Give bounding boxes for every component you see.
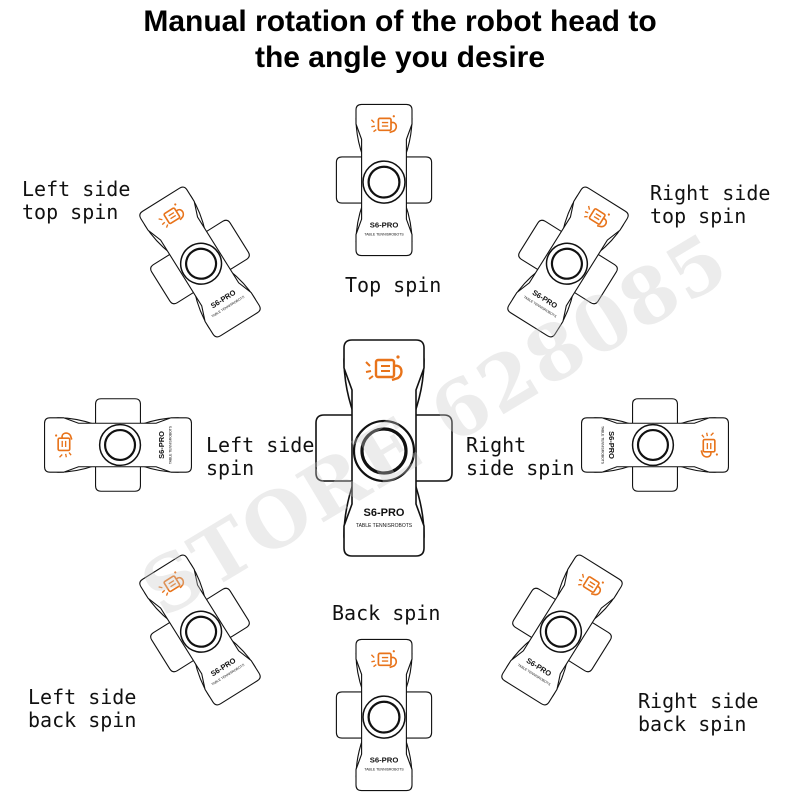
label-right-back-spin: Right side back spin	[638, 689, 759, 736]
robot-head-back-spin	[335, 638, 433, 792]
title-line-2: the angle you desire	[254, 41, 546, 74]
robot-head-left-back-spin	[120, 542, 280, 718]
robot-head-center	[314, 338, 454, 558]
title-line-1: Manual rotation of the robot head to	[143, 5, 657, 38]
page-title: Manual rotation of the robot head to the…	[0, 4, 800, 76]
robot-head-right-top-spin	[488, 174, 648, 350]
label-right-top-spin: Right side top spin	[650, 181, 771, 228]
robot-head-top-spin	[335, 103, 433, 257]
label-left-side-spin: Left side spin	[206, 433, 315, 480]
label-left-top-spin: Left side top spin	[22, 177, 131, 224]
robot-head-right-back-spin	[482, 542, 642, 718]
label-left-back-spin: Left side back spin	[28, 685, 137, 732]
label-back-spin: Back spin	[332, 601, 441, 625]
label-right-side-spin: Right side spin	[466, 433, 575, 480]
robot-head-right-side-spin	[580, 397, 730, 493]
robot-head-left-side-spin	[43, 397, 193, 493]
robot-head-left-top-spin	[120, 174, 280, 350]
label-top-spin: Top spin	[345, 273, 442, 297]
